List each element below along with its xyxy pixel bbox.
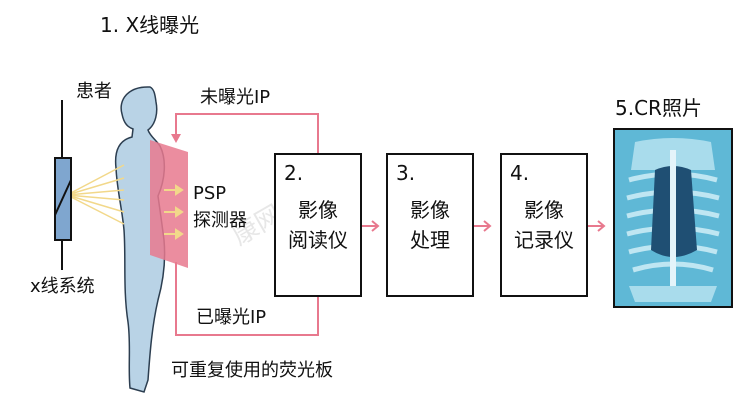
unexposed-ip-label: 未曝光IP bbox=[200, 87, 271, 108]
processing-text: 影像 处理 bbox=[388, 195, 472, 255]
chest-xray-graphic bbox=[615, 130, 731, 306]
cr-film-image bbox=[613, 128, 733, 308]
recorder-line2: 记录仪 bbox=[514, 228, 574, 252]
unexposed-ip-loop bbox=[175, 113, 319, 153]
output-label: 5.CR照片 bbox=[615, 96, 702, 120]
flow-arrows bbox=[362, 220, 606, 232]
processing-line1: 影像 bbox=[410, 198, 450, 222]
plate-label: 可重复使用的荧光板 bbox=[171, 360, 333, 381]
processing-box: 3. 影像 处理 bbox=[386, 153, 474, 297]
xray-beams bbox=[66, 164, 125, 225]
exposed-ip-loop bbox=[175, 262, 319, 336]
processing-line2: 处理 bbox=[410, 228, 450, 252]
reader-line2: 阅读仪 bbox=[288, 228, 348, 252]
recorder-text: 影像 记录仪 bbox=[502, 195, 586, 255]
processing-step-num: 3. bbox=[396, 161, 416, 185]
psp-label-line2: 探测器 bbox=[193, 210, 247, 231]
exposed-ip-label: 已曝光IP bbox=[196, 307, 267, 328]
reader-step-num: 2. bbox=[284, 161, 304, 185]
psp-label-line1: PSP bbox=[193, 183, 227, 204]
patient-label: 患者 bbox=[76, 81, 112, 102]
recorder-box: 4. 影像 记录仪 bbox=[500, 153, 588, 297]
reader-box: 2. 影像 阅读仪 bbox=[274, 153, 362, 297]
reader-line1: 影像 bbox=[298, 198, 338, 222]
step1-title: 1. X线曝光 bbox=[100, 13, 200, 37]
recorder-step-num: 4. bbox=[510, 161, 530, 185]
recorder-line1: 影像 bbox=[524, 198, 564, 222]
psp-plate bbox=[150, 140, 188, 268]
reader-text: 影像 阅读仪 bbox=[276, 195, 360, 255]
xray-system-label: x线系统 bbox=[30, 276, 95, 297]
